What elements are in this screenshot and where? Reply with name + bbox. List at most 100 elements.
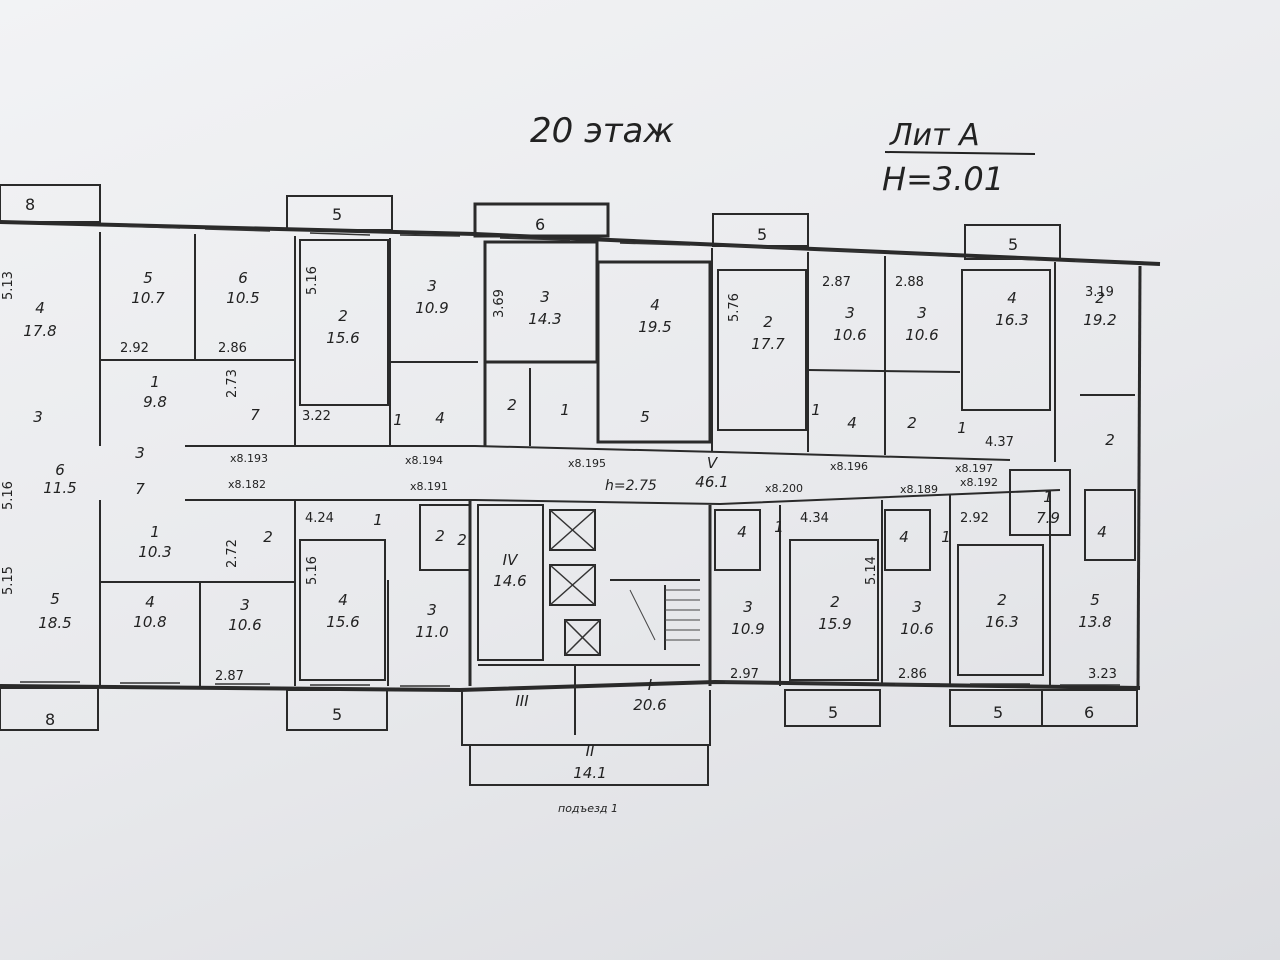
small-room-number: 4 xyxy=(847,414,857,432)
outer-wall-bottom xyxy=(0,679,1141,693)
room-area: 18.5 xyxy=(38,614,71,632)
balcony-top-1 xyxy=(0,184,101,223)
room-area: 15.9 xyxy=(818,615,851,633)
room-number: 3 xyxy=(427,277,437,295)
room-number: 1 xyxy=(150,373,160,391)
room-area: 7.9 xyxy=(1036,509,1060,527)
balcony-bottom-label: 5 xyxy=(993,703,1003,722)
balcony-top-2 xyxy=(286,195,393,231)
room-number: 3 xyxy=(743,598,753,616)
room-area: 11.5 xyxy=(43,479,76,497)
dimension-label: 5.76 xyxy=(727,293,742,322)
outer-wall-right xyxy=(1136,265,1142,689)
room-number: 2 xyxy=(830,593,840,611)
balcony-top-label: 5 xyxy=(332,205,342,224)
room-area: 9.8 xyxy=(143,393,167,411)
room-area: 17.8 xyxy=(23,322,56,340)
small-room-number: 2 xyxy=(907,414,917,432)
room-area: 14.3 xyxy=(528,310,561,328)
small-room-number: 2 xyxy=(507,396,517,414)
room-number: 3 xyxy=(845,304,855,322)
corridor-wall-bottom xyxy=(185,489,1061,506)
dimension-label: 3.69 xyxy=(492,289,507,318)
room-number: 3 xyxy=(240,596,250,614)
room-area: 15.6 xyxy=(326,329,359,347)
elevation-mark: x8.196 xyxy=(830,460,868,473)
room-area: 11.0 xyxy=(415,623,448,641)
dimension-label: 3.23 xyxy=(1088,667,1117,682)
small-room-number: 1 xyxy=(811,401,821,419)
room-number: 3 xyxy=(912,598,922,616)
room-number: 2 xyxy=(1095,289,1105,307)
dimension-label: 5.13 xyxy=(1,271,16,300)
entrance-label: подъезд 1 xyxy=(558,802,618,815)
dimension-label: 4.24 xyxy=(305,511,334,526)
balcony-bottom-2 xyxy=(286,689,388,731)
small-room-number: 4 xyxy=(1097,523,1107,541)
room-number: 4 xyxy=(338,591,348,609)
elevation-mark: x8.197 xyxy=(955,462,993,475)
dimension-label: 2.72 xyxy=(225,539,240,568)
dimension-label: 3.22 xyxy=(302,409,331,424)
small-room-number: 2 xyxy=(263,528,273,546)
room-area: 13.8 xyxy=(1078,613,1111,631)
room-number: 6 xyxy=(55,461,65,479)
balcony-top-3 xyxy=(473,202,610,238)
dimension-label: 2.97 xyxy=(730,667,759,682)
elevation-mark: x8.194 xyxy=(405,454,443,467)
small-room-number: 1 xyxy=(774,518,784,536)
stair-room-iv-num: IV xyxy=(503,551,519,569)
dimension-label: 2.86 xyxy=(218,341,247,356)
balcony-top-4 xyxy=(712,213,809,247)
room-area: 10.9 xyxy=(731,620,764,638)
floor-title: 20 этаж xyxy=(530,111,674,151)
elevation-mark: x8.200 xyxy=(765,482,803,495)
balcony-top-label: 5 xyxy=(757,225,767,244)
balcony-bottom-5 xyxy=(1041,689,1138,727)
elevation-mark: x8.191 xyxy=(410,480,448,493)
stair-room-iv-area: 14.6 xyxy=(493,572,526,590)
room-number: 3 xyxy=(427,601,437,619)
dimension-label: 2.87 xyxy=(215,669,244,684)
room-area: 15.6 xyxy=(326,613,359,631)
room-number: 5 xyxy=(143,269,153,287)
elevation-mark: x8.195 xyxy=(568,457,606,470)
stair-room-iii-num: III xyxy=(515,692,529,710)
room-area: 10.5 xyxy=(226,289,259,307)
room-area: 10.6 xyxy=(833,326,866,344)
elevation-mark: x8.189 xyxy=(900,483,938,496)
balcony-top-label: 6 xyxy=(535,215,545,234)
lit-label: Лит А xyxy=(889,118,980,153)
small-room-number: 1 xyxy=(393,411,403,429)
dimension-label: 2.88 xyxy=(895,275,924,290)
room-number: 4 xyxy=(145,593,155,611)
balcony-top-label: 5 xyxy=(1008,235,1018,254)
room-area: 10.9 xyxy=(415,299,448,317)
small-room-number: 5 xyxy=(640,408,650,426)
room-area: 19.5 xyxy=(638,318,671,336)
outer-wall-top xyxy=(0,220,1161,266)
balcony-bottom-label: 8 xyxy=(45,710,55,729)
balcony-bottom-label: 5 xyxy=(828,703,838,722)
elevation-mark: x8.182 xyxy=(228,478,266,491)
room-area: 16.3 xyxy=(995,311,1028,329)
small-room-number: 2 xyxy=(435,527,445,545)
room-area: 10.6 xyxy=(228,616,261,634)
room-area: 17.7 xyxy=(751,335,785,353)
dimension-label: 5.16 xyxy=(305,266,320,295)
room-number: 4 xyxy=(1007,289,1017,307)
dimension-label: 5.14 xyxy=(864,556,879,585)
small-room-number: 4 xyxy=(899,528,909,546)
room-area: 16.3 xyxy=(985,613,1018,631)
room-number: 1 xyxy=(150,523,160,541)
room-number: 3 xyxy=(917,304,927,322)
small-room-number: 7 xyxy=(135,480,145,498)
corridor-num: V xyxy=(707,454,719,472)
dimension-label: 2.86 xyxy=(898,667,927,682)
dimension-label: 5.16 xyxy=(1,481,16,510)
room-number: 4 xyxy=(35,299,45,317)
stair-hall-outline xyxy=(461,690,711,746)
balcony-top-label: 8 xyxy=(25,195,35,214)
dimension-label: 3.19 xyxy=(1085,285,1114,300)
room-area: 10.3 xyxy=(138,543,171,561)
